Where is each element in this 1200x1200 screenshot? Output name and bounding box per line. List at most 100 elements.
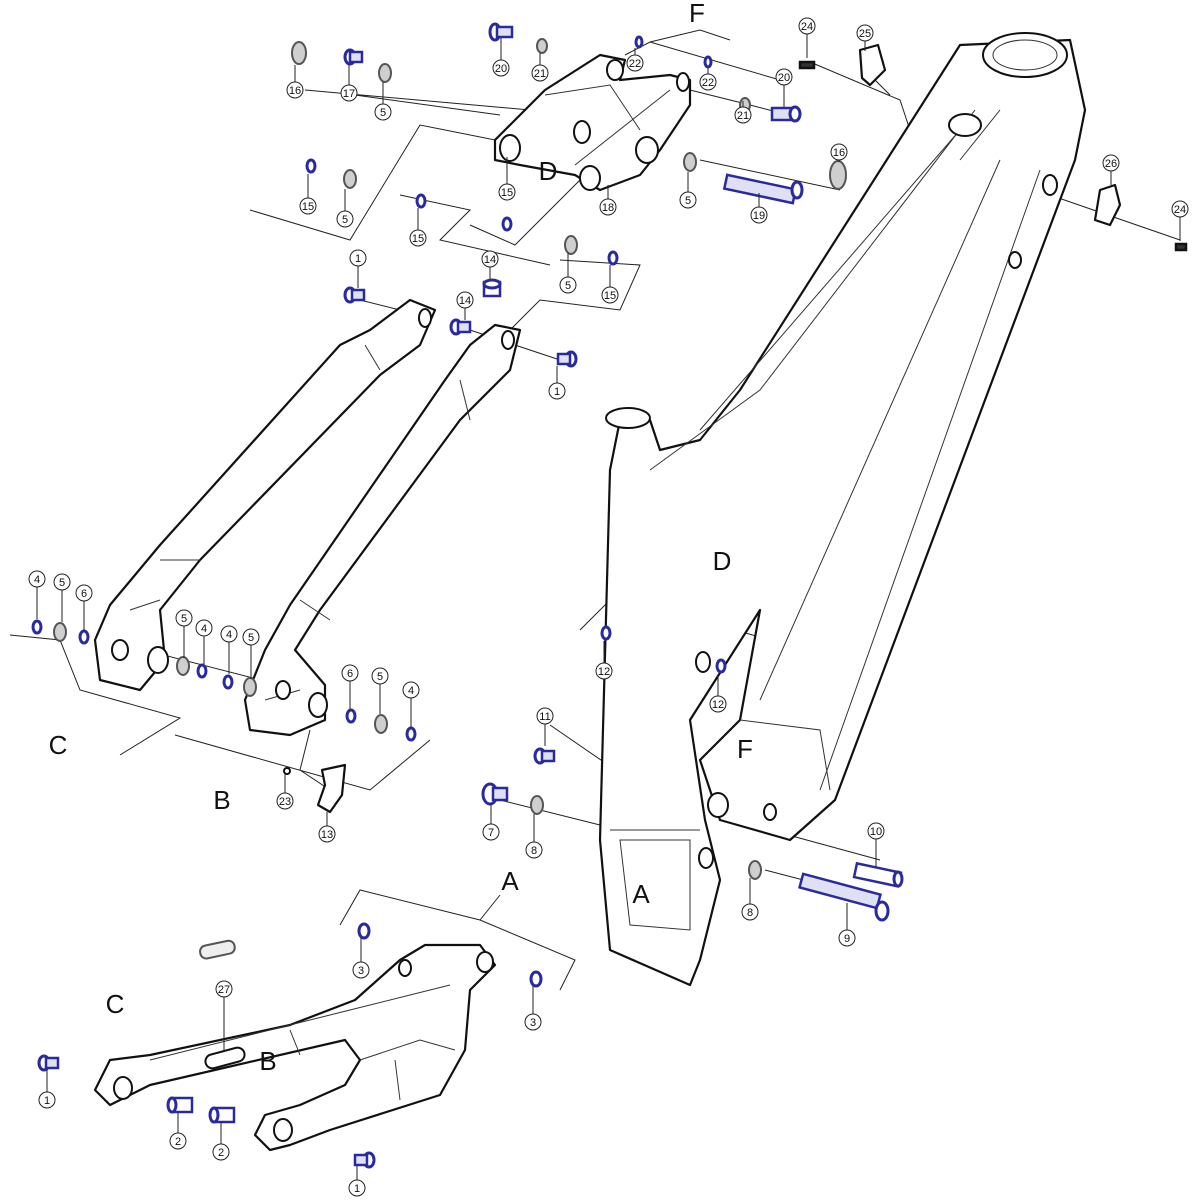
svg-text:25: 25: [859, 28, 871, 40]
callout: 6: [75, 584, 93, 631]
letter-a: A: [501, 866, 519, 896]
svg-text:5: 5: [377, 671, 383, 683]
svg-text:6: 6: [81, 588, 87, 600]
callout: 13: [318, 812, 336, 843]
letter-b: B: [259, 1046, 276, 1076]
svg-text:4: 4: [226, 629, 232, 641]
letter-f: F: [737, 734, 753, 764]
callout: 4: [220, 625, 238, 674]
svg-text:12: 12: [598, 666, 610, 678]
callout: 26: [1102, 154, 1120, 185]
callout: 5: [242, 628, 260, 679]
svg-text:1: 1: [355, 253, 361, 265]
svg-text:22: 22: [629, 58, 641, 70]
svg-text:26: 26: [1105, 158, 1117, 170]
svg-text:5: 5: [248, 632, 254, 644]
callout: 4: [28, 570, 46, 619]
callout: 15: [299, 174, 317, 215]
seat-stay-left: [93, 298, 437, 692]
callout: 22: [626, 48, 644, 72]
svg-text:19: 19: [753, 210, 765, 222]
svg-text:2: 2: [218, 1147, 224, 1159]
callout: 21: [734, 101, 752, 124]
callout: 8: [525, 814, 543, 859]
svg-text:8: 8: [747, 907, 753, 919]
callout: 12: [709, 674, 727, 713]
callout: 17: [340, 65, 358, 102]
callout: 2: [212, 1122, 230, 1161]
svg-text:15: 15: [501, 187, 513, 199]
callout: 5: [371, 667, 389, 714]
svg-text:22: 22: [702, 77, 714, 89]
callout: 20: [775, 68, 793, 107]
letter-a: A: [632, 879, 650, 909]
svg-text:7: 7: [488, 827, 494, 839]
callout: 15: [498, 157, 516, 201]
svg-text:14: 14: [484, 254, 496, 266]
callout: 10: [867, 822, 885, 867]
svg-text:24: 24: [1174, 204, 1186, 216]
section-letters: F D D F A C B A C B: [49, 0, 753, 1076]
callout: 24: [1171, 200, 1189, 241]
washers: [53, 38, 1188, 880]
callout: 1: [548, 366, 566, 400]
svg-text:3: 3: [358, 965, 364, 977]
svg-text:21: 21: [737, 110, 749, 122]
callout: 1: [38, 1070, 56, 1109]
svg-text:16: 16: [833, 147, 845, 159]
svg-text:1: 1: [354, 1183, 360, 1195]
callout: 18: [599, 185, 617, 216]
letter-d: D: [539, 156, 558, 186]
svg-text:4: 4: [201, 623, 207, 635]
svg-text:16: 16: [289, 85, 301, 97]
svg-text:14: 14: [459, 295, 471, 307]
svg-text:15: 15: [604, 290, 616, 302]
swing-arm: [93, 939, 497, 1152]
callout: 16: [286, 65, 304, 99]
svg-text:21: 21: [534, 68, 546, 80]
svg-text:27: 27: [218, 984, 230, 996]
callout: 14: [456, 291, 474, 320]
svg-text:17: 17: [343, 88, 355, 100]
callout: 27: [215, 980, 233, 1051]
svg-text:13: 13: [321, 829, 333, 841]
rocker-link: [493, 53, 692, 192]
callout: 5: [336, 189, 354, 228]
callout: 14: [481, 250, 499, 279]
svg-text:5: 5: [380, 107, 386, 119]
callout: 5: [374, 82, 392, 121]
callout: 5: [53, 573, 71, 622]
svg-text:5: 5: [59, 577, 65, 589]
callout: 2: [169, 1113, 187, 1150]
callout: 21: [531, 53, 549, 82]
callout: 3: [524, 986, 542, 1031]
callout: 19: [750, 193, 768, 224]
letter-c: C: [49, 730, 68, 760]
callout: 7: [482, 804, 500, 841]
svg-text:10: 10: [870, 826, 882, 838]
callout: 6: [341, 664, 359, 709]
callout: 8: [741, 878, 759, 921]
svg-text:5: 5: [342, 214, 348, 226]
derailleur-hanger: [316, 763, 347, 814]
callout: 15: [409, 208, 427, 247]
callout: 5: [175, 609, 193, 658]
svg-text:12: 12: [712, 699, 724, 711]
letter-c: C: [106, 989, 125, 1019]
callout: 24: [798, 17, 816, 58]
callout: 20: [492, 38, 510, 77]
svg-text:1: 1: [554, 386, 560, 398]
callout: 25: [856, 24, 874, 51]
svg-text:24: 24: [801, 21, 813, 33]
svg-text:5: 5: [565, 280, 571, 292]
svg-text:20: 20: [778, 72, 790, 84]
callout: 11: [536, 707, 554, 746]
callout: 3: [352, 938, 370, 979]
svg-text:2: 2: [175, 1136, 181, 1148]
svg-text:11: 11: [539, 711, 550, 723]
callout: 1: [349, 249, 367, 288]
svg-text:4: 4: [408, 685, 414, 697]
callout: 1: [348, 1166, 366, 1197]
svg-text:5: 5: [181, 613, 187, 625]
